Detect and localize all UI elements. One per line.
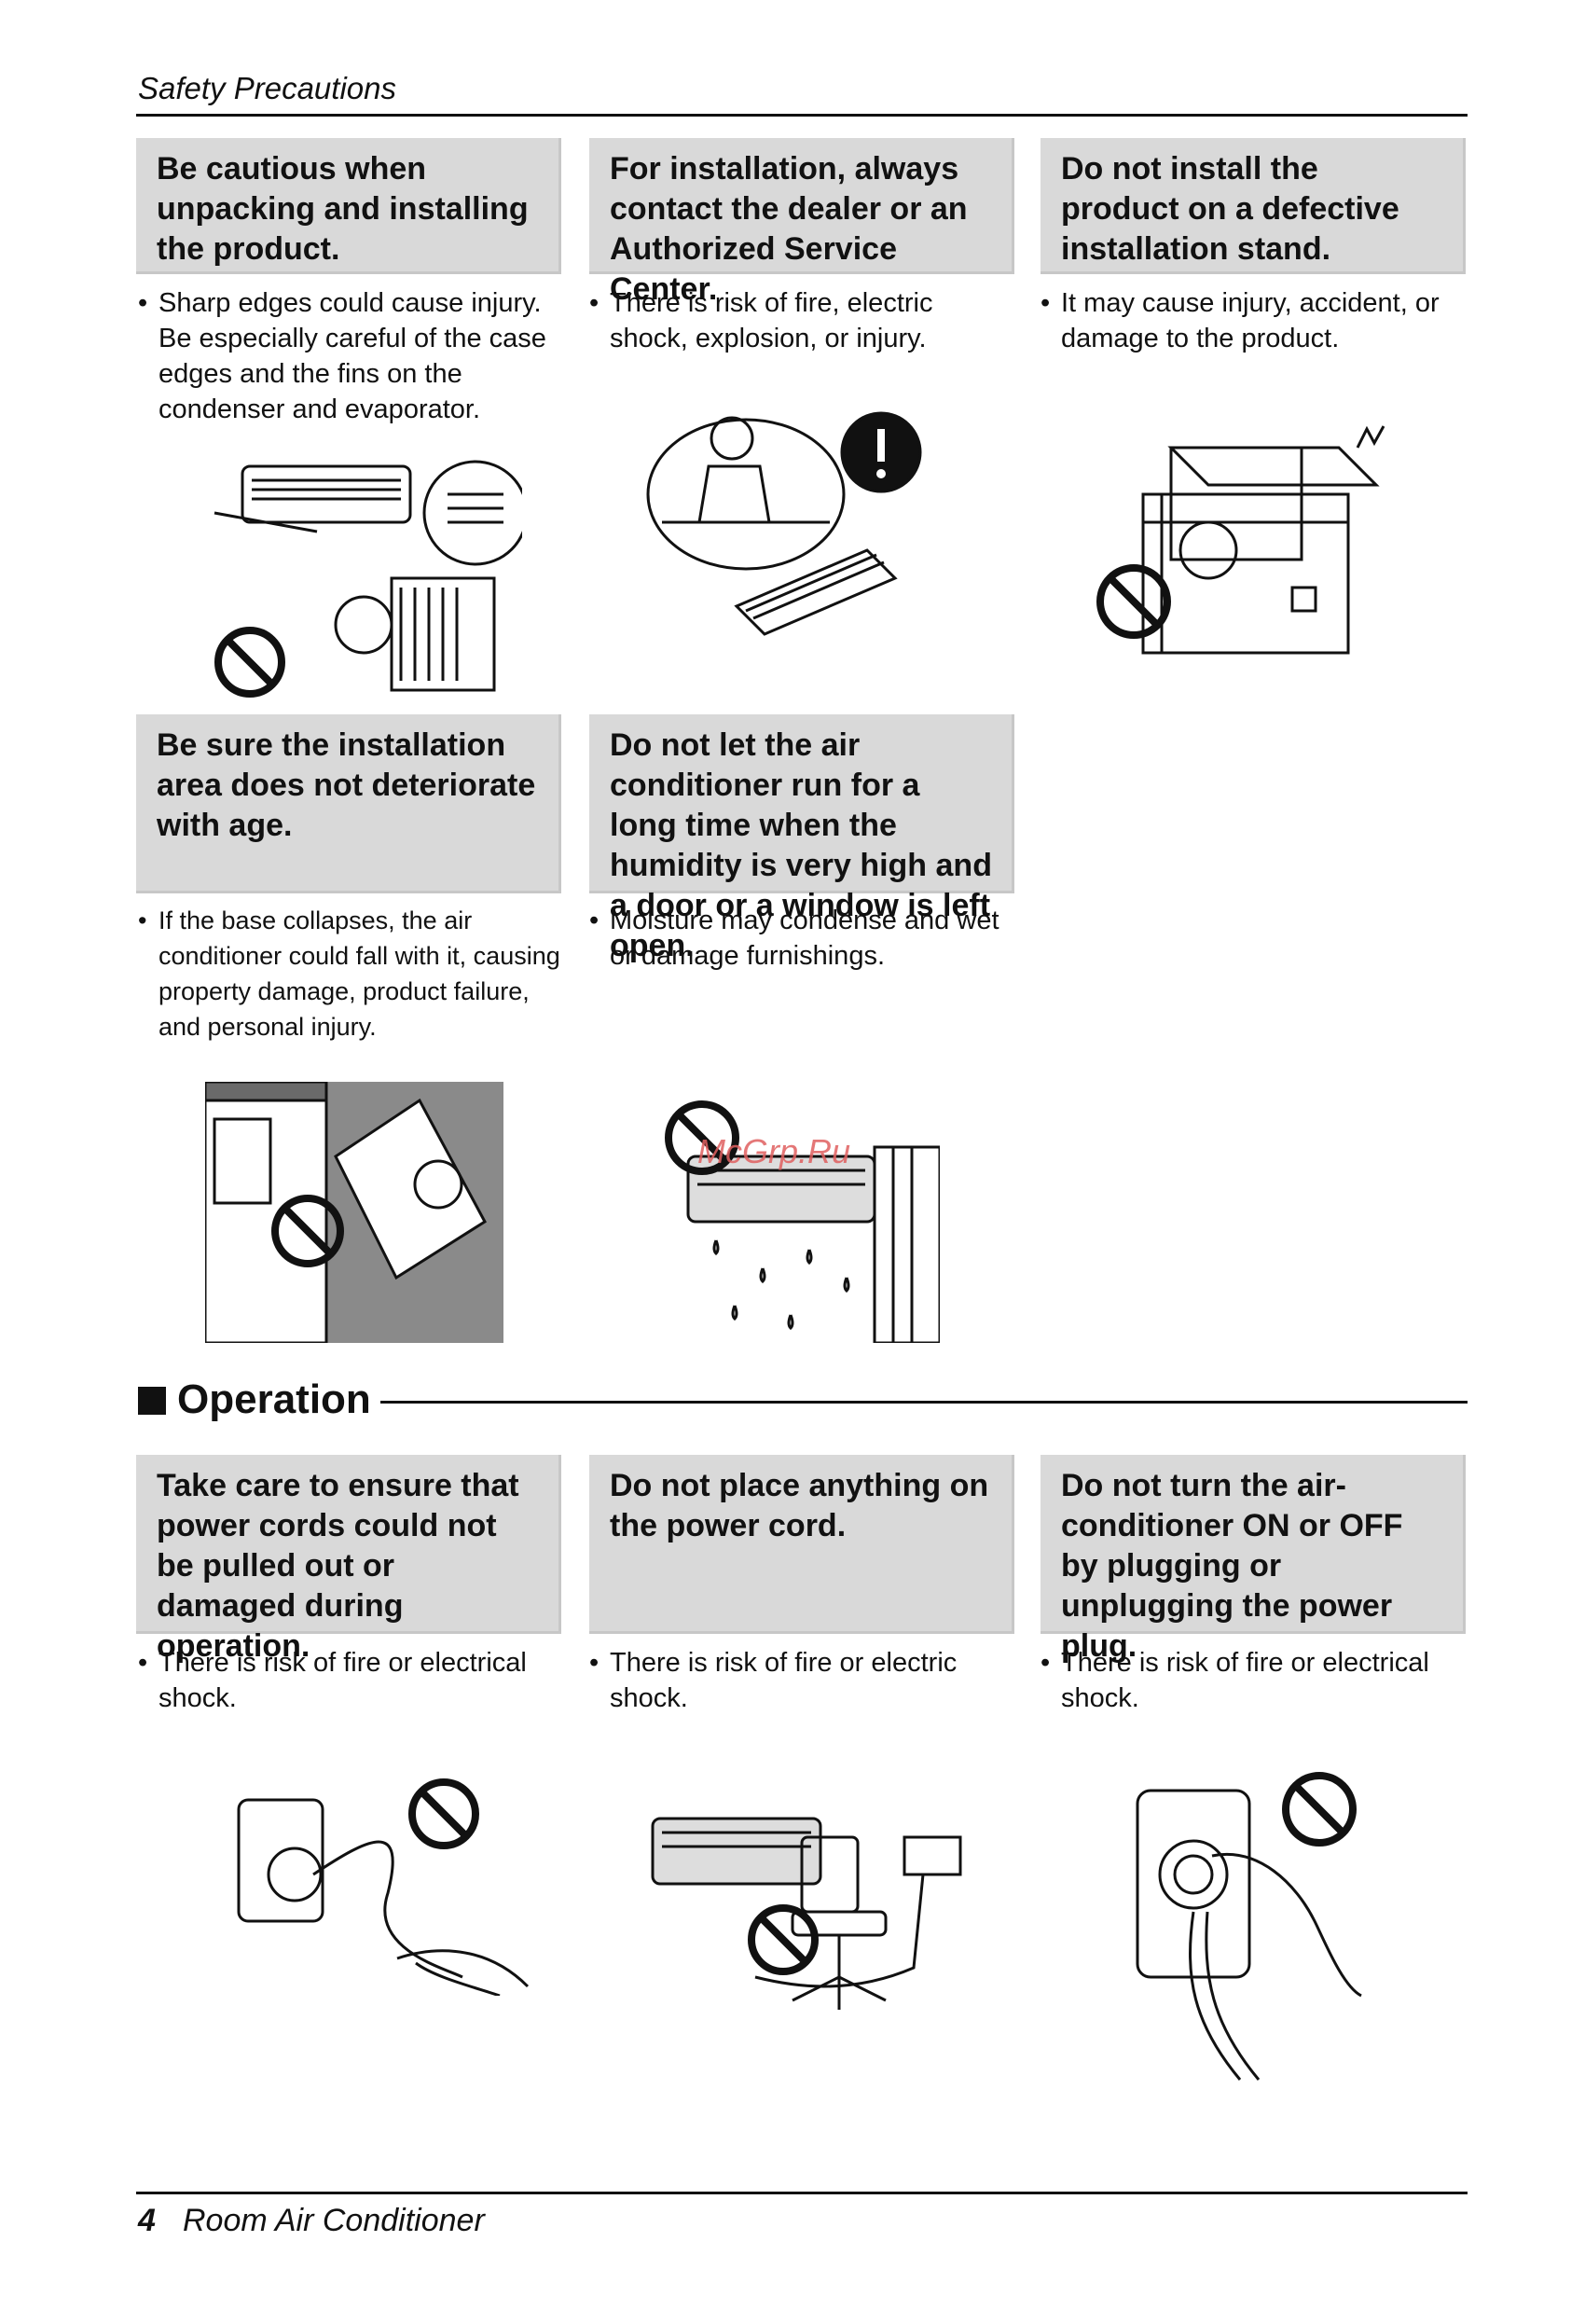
chair-on-cord-illustration — [643, 1763, 988, 2033]
bullet-item: There is risk of fire or electrical shoc… — [138, 1645, 567, 1716]
bullet-item: There is risk of fire or electric shock. — [589, 1645, 999, 1716]
footer-title: Room Air Conditioner — [183, 2203, 485, 2238]
section-marker-icon — [138, 1387, 166, 1415]
bullet-list-installation-dealer: There is risk of fire, electric shock, e… — [589, 285, 999, 356]
collapsing-base-illustration — [205, 1082, 503, 1343]
heading-box-nothing-on-cord: Do not place anything on the power cord. — [589, 1455, 1014, 1634]
defective-stand-illustration — [1096, 410, 1404, 681]
running-header: Safety Precautions — [138, 71, 396, 105]
bullet-item: There is risk of fire, electric shock, e… — [589, 285, 999, 356]
bullet-list-unpacking: Sharp edges could cause injury. Be espec… — [138, 285, 567, 427]
heading-box-humidity: Do not let the air conditioner run for a… — [589, 714, 1014, 963]
bullet-item: It may cause injury, accident, or damage… — [1041, 285, 1469, 356]
bullet-item: If the base collapses, the air condition… — [138, 903, 567, 1044]
pulled-cord-illustration — [183, 1763, 537, 1996]
heading-text: Do not install the product on a defectiv… — [1061, 151, 1399, 267]
bullet-list-humidity: Moisture may condense and wet or damage … — [589, 903, 999, 974]
bullet-item: Moisture may condense and wet or damage … — [589, 903, 999, 974]
unplugging-illustration — [1128, 1753, 1371, 2089]
heading-text: Be cautious when unpacking and installin… — [157, 151, 529, 267]
heading-box-installation-area: Be sure the installation area does not d… — [136, 714, 561, 893]
heading-text: Do not place anything on the power cord. — [610, 1468, 989, 1543]
bullet-item: There is risk of fire or electrical shoc… — [1041, 1645, 1469, 1716]
bullet-item: Sharp edges could cause injury. Be espec… — [138, 285, 567, 427]
heading-box-no-plug-switching: Do not turn the air-conditioner ON or OF… — [1041, 1455, 1466, 1664]
bullet-list-power-cord-pulled: There is risk of fire or electrical shoc… — [138, 1645, 567, 1716]
watermark: McGrp.Ru — [697, 1132, 851, 1170]
heading-box-installation-dealer: For installation, always contact the dea… — [589, 138, 1014, 307]
section-title-operation: Operation — [177, 1376, 371, 1422]
unpacking-caution-illustration — [205, 438, 522, 699]
bullet-list-nothing-on-cord: There is risk of fire or electric shock. — [589, 1645, 999, 1716]
humidity-condensation-illustration — [660, 1091, 940, 1343]
heading-box-unpacking: Be cautious when unpacking and installin… — [136, 138, 561, 274]
section-rule — [380, 1401, 1468, 1404]
bullet-list-installation-area: If the base collapses, the air condition… — [138, 903, 567, 1044]
bullet-list-no-plug-switching: There is risk of fire or electrical shoc… — [1041, 1645, 1469, 1716]
heading-text: Take care to ensure that power cords cou… — [157, 1468, 519, 1664]
call-service-center-illustration — [643, 392, 932, 690]
footer-rule — [136, 2192, 1468, 2194]
bullet-list-defective-stand: It may cause injury, accident, or damage… — [1041, 285, 1469, 356]
heading-box-defective-stand: Do not install the product on a defectiv… — [1041, 138, 1466, 274]
heading-box-power-cord-pulled: Take care to ensure that power cords cou… — [136, 1455, 561, 1664]
heading-text: Be sure the installation area does not d… — [157, 727, 536, 843]
heading-text: For installation, always contact the dea… — [610, 151, 968, 307]
heading-text: Do not turn the air-conditioner ON or OF… — [1061, 1468, 1403, 1664]
page-number: 4 — [138, 2203, 156, 2238]
header-rule — [136, 114, 1468, 117]
